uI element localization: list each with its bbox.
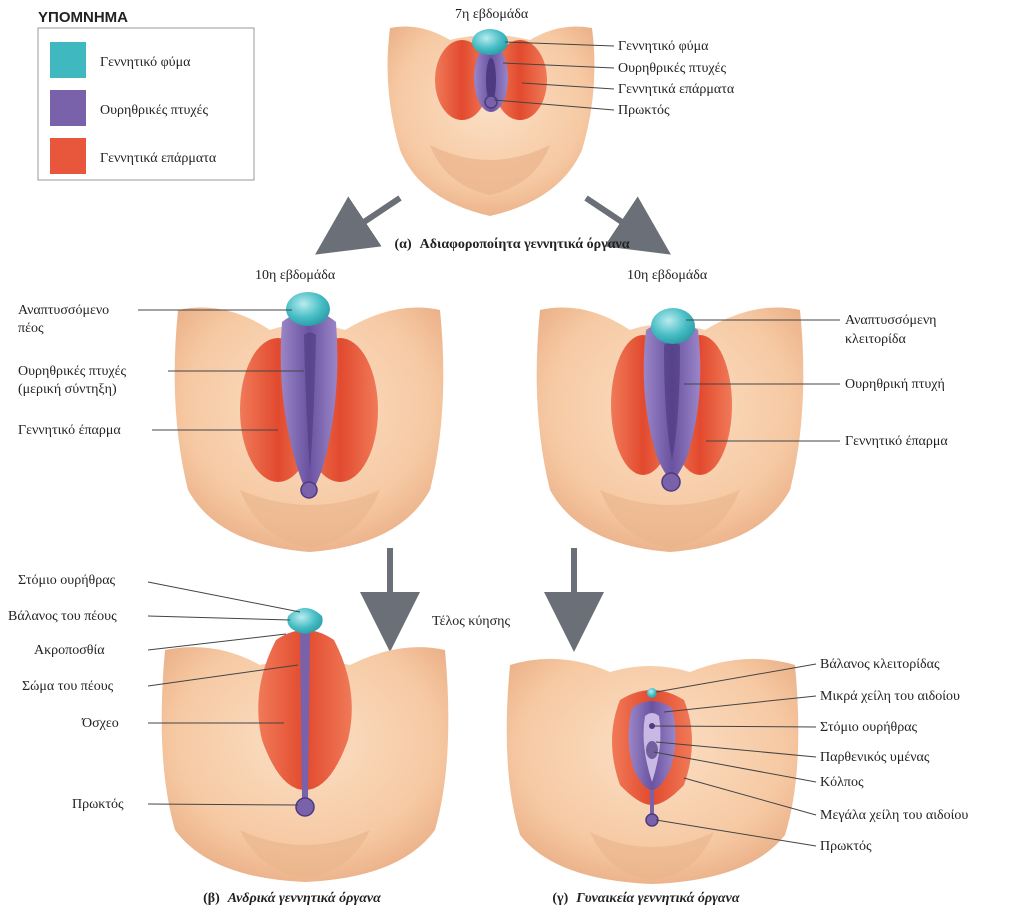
legend-title: ΥΠΟΜΝΗΜΑ <box>38 9 128 26</box>
male-10w-label-penis-line2: πέος <box>18 321 44 336</box>
legend: ΥΠΟΜΝΗΜΑ Γεννητικό φύμα Ουρηθρικές πτυχέ… <box>37 9 255 181</box>
female-10w-leaders <box>684 319 840 442</box>
arrow-to-female-10w <box>584 195 671 255</box>
stage-a-leaders <box>493 41 615 111</box>
male-10w-label-swelling: Γεννητικό έπαρμα <box>18 423 121 438</box>
female-final-label-labia-minora: Μικρά χείλη του αιδοίου <box>820 689 960 704</box>
term-label: Τέλος κύησης <box>432 614 510 629</box>
female-final-label-glans-clitoris: Βάλανος κλειτορίδας <box>820 657 940 672</box>
male-final-label-glans: Βάλανος του πέους <box>8 609 117 624</box>
female-final-label-anus: Πρωκτός <box>820 839 872 854</box>
legend-swatch-tubercle <box>50 42 86 78</box>
male-final-label-shaft: Σώμα του πέους <box>22 679 114 694</box>
legend-label-folds: Ουρηθρικές πτυχές <box>100 103 209 118</box>
female-final-caption: (γ)Γυναικεία γεννητικά όργανα <box>552 891 740 906</box>
female-10w-label-clitoris-line2: κλειτορίδα <box>845 332 906 347</box>
male-final-illustration <box>161 608 449 882</box>
stage-a-week-label: 7η εβδομάδα <box>455 7 529 22</box>
stage-a-illustration: 7η εβδομάδα <box>387 7 595 216</box>
stage-a-urethral-groove <box>486 58 496 102</box>
female-final-label-vagina: Κόλπος <box>820 775 864 790</box>
male-final-label-anus: Πρωκτός <box>72 797 124 812</box>
male-10w-label-penis-line1: Αναπτυσσόμενο <box>18 303 109 318</box>
stage-a-label-swellings: Γεννητικά επάρματα <box>618 82 735 97</box>
male-10w-illustration <box>174 292 444 552</box>
arrow-to-male-10w <box>315 195 402 255</box>
female-10w-illustration <box>536 307 804 552</box>
male-final-label-scrotum: Όσχεο <box>81 716 119 731</box>
stage-a-right-swelling <box>493 40 547 120</box>
male-final-label-urethral-orifice: Στόμιο ουρήθρας <box>18 573 116 588</box>
stage-a-buttock-crease <box>430 145 550 195</box>
stage-a-label-tubercle: Γεννητικό φύμα <box>618 39 709 54</box>
male-final-leaders <box>147 581 301 806</box>
female-final-label-labia-majora: Μεγάλα χείλη του αιδοίου <box>820 808 968 823</box>
stage-a-label-folds: Ουρηθρικές πτυχές <box>618 61 727 76</box>
female-final-leaders <box>653 663 817 847</box>
male-10w-leaders <box>138 309 304 431</box>
stage-a-anus <box>484 95 498 109</box>
legend-swatch-folds <box>50 90 86 126</box>
male-10w-week-label: 10η εβδομάδα <box>255 268 336 283</box>
female-10w-label-swelling: Γεννητικό έπαρμα <box>845 434 948 449</box>
female-10w-label-fold: Ουρηθρική πτυχή <box>845 377 945 392</box>
male-10w-label-folds-line1: Ουρηθρικές πτυχές <box>18 364 127 379</box>
female-10w-week-label: 10η εβδομάδα <box>627 268 708 283</box>
stage-a-caption: (α)Αδιαφοροποίητα γεννητικά όργανα <box>394 237 629 252</box>
legend-swatch-swellings <box>50 138 86 174</box>
stage-a-genital-tubercle <box>472 29 508 55</box>
female-final-illustration <box>506 658 799 884</box>
female-10w-label-clitoris-line1: Αναπτυσσόμενη <box>845 313 937 328</box>
legend-label-tubercle: Γεννητικό φύμα <box>100 55 191 70</box>
male-10w-label-folds-line2: (μερική σύντηξη) <box>18 382 117 397</box>
stage-a-label-anus: Πρωκτός <box>618 103 670 118</box>
female-final-label-urethral-orifice: Στόμιο ουρήθρας <box>820 720 918 735</box>
legend-label-swellings: Γεννητικά επάρματα <box>100 151 217 166</box>
stage-a-left-swelling <box>435 40 489 120</box>
female-final-label-hymen: Παρθενικός υμένας <box>820 750 930 765</box>
male-final-caption: (β)Ανδρικά γεννητικά όργανα <box>203 891 381 906</box>
male-final-label-prepuce: Ακροποσθία <box>34 643 105 658</box>
